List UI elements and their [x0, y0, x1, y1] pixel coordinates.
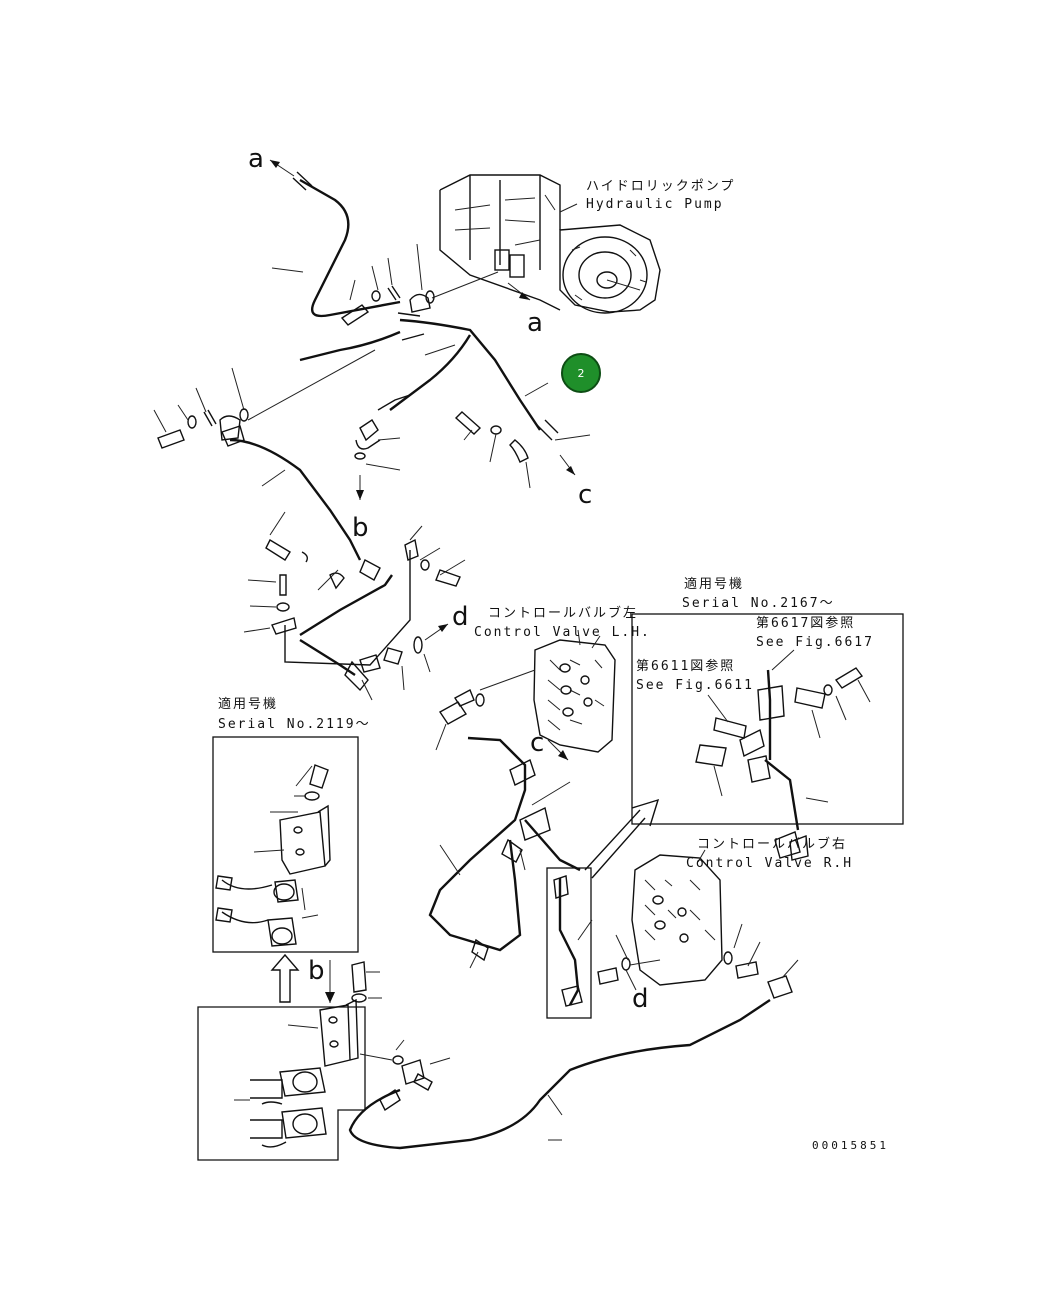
bottom-return-hose — [348, 999, 771, 1150]
marker-b-mid: b — [352, 513, 369, 543]
marker-d-mid: d — [452, 602, 469, 632]
serial-2119-box — [212, 736, 359, 953]
serial-left-en: Serial No.2119～ — [218, 717, 371, 732]
fig6617-ja: 第6617図参照 — [756, 616, 856, 631]
pump-port-fittings — [340, 243, 435, 326]
left-flange-hose — [153, 349, 376, 561]
marker-c-right: c — [578, 480, 593, 510]
hydraulic-pump — [439, 174, 661, 314]
marker-a-pump: a — [527, 308, 543, 338]
pump-label-ja: ハイドロリックポンプ — [586, 179, 736, 194]
item-callout-2[interactable]: 2 — [561, 353, 601, 393]
marker-a-top: a — [248, 144, 264, 174]
serial-right-ja: 適用号機 — [684, 577, 745, 592]
marker-d-low: d — [632, 984, 649, 1014]
item-callout-number: 2 — [577, 366, 585, 380]
fig6611-ja: 第6611図参照 — [636, 659, 736, 674]
solenoid-valve-2119 — [215, 764, 331, 947]
control-valve-rh — [597, 849, 799, 999]
fig6617-en: See Fig.6617 — [756, 635, 874, 650]
cvr-label-en: Control Valve R.H — [686, 856, 854, 871]
cvl-label-ja: コントロールバルブ左 — [488, 606, 639, 621]
mid-right-fittings — [454, 411, 531, 489]
pipe-loop-rh — [428, 736, 581, 969]
marker-c-mid: c — [530, 728, 545, 758]
elbow-fitting-b — [354, 394, 411, 500]
serial-2167-box — [631, 613, 904, 825]
cvl-label-en: Control Valve L.H. — [474, 625, 651, 640]
serial-right-en: Serial No.2167～ — [682, 596, 835, 611]
drawing-number: 00015851 — [812, 1139, 889, 1152]
serial-left-ja: 適用号機 — [218, 697, 279, 712]
pipe-bracket-d — [243, 511, 466, 701]
solenoid-valve-lower — [234, 960, 405, 1148]
pipe-assembly-2167 — [695, 649, 871, 861]
cvr-label-ja: コントロールバルブ右 — [697, 837, 848, 852]
solenoid-frame — [197, 1006, 366, 1161]
pump-label-en: Hydraulic Pump — [586, 197, 724, 212]
fig6611-en: See Fig.6611 — [636, 678, 754, 693]
control-valve-lh — [475, 629, 616, 753]
marker-b-low: b — [308, 956, 325, 986]
